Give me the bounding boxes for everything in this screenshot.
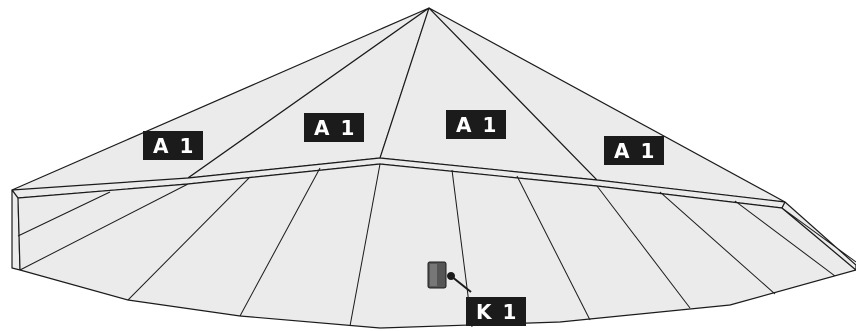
skirt-rib <box>596 185 691 309</box>
label-a1-right: A 1 <box>604 136 665 165</box>
skirt-rib <box>127 176 251 301</box>
label-a1-center-left: A 1 <box>304 113 365 142</box>
end-face-right <box>781 201 856 271</box>
skirt-rib <box>19 183 189 271</box>
label-a1-center-right: A 1 <box>446 110 507 139</box>
skirt-rib <box>516 175 591 321</box>
fixture-leader-line <box>450 275 472 293</box>
skirt-corner-line <box>781 207 856 263</box>
label-a1-left: A 1 <box>143 131 204 160</box>
skirt-rib <box>734 200 836 277</box>
skirt-corner-line <box>17 191 111 237</box>
skirt-rib <box>659 191 776 295</box>
skirt-rib <box>349 163 381 327</box>
label-k1-fixture: K 1 <box>466 297 527 326</box>
fixture-k1 <box>427 261 472 293</box>
skirt-rib <box>239 167 321 317</box>
